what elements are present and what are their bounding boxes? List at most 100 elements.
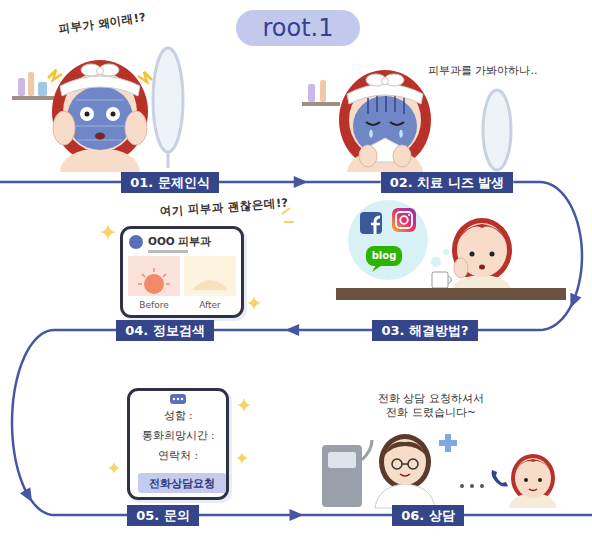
sns-cloud <box>400 216 408 224</box>
phone-search-screen <box>128 256 180 296</box>
flow-connector <box>219 176 381 188</box>
consultation-scene <box>392 459 402 469</box>
phone-search-screen <box>138 268 170 284</box>
speech-text: 여기 피부과 괜찮은데!? <box>160 196 289 219</box>
consultation-scene <box>384 439 426 485</box>
girl-worried <box>302 70 511 172</box>
sns-cloud <box>443 249 449 255</box>
girl-worried <box>339 70 431 170</box>
girl-shocked <box>80 107 94 121</box>
step-label: 04. 정보검색 <box>125 323 205 338</box>
step-box: 03. 해결방법? <box>372 320 477 341</box>
girl-at-desk <box>457 224 507 242</box>
girl-shocked <box>167 152 170 168</box>
sns-cloud <box>348 200 449 280</box>
step-label: 05. 문의 <box>136 508 190 523</box>
form-field: 통화희망시간 : <box>130 429 226 442</box>
phone-search-screen <box>144 274 164 294</box>
consultation-scene <box>439 440 457 446</box>
phone-search-screen <box>129 235 143 249</box>
phone-search-screen <box>184 256 236 296</box>
girl-at-desk <box>432 272 448 288</box>
consultation-scene <box>470 484 474 488</box>
girl-shocked <box>38 82 47 96</box>
sns-cloud <box>366 246 402 266</box>
step-box: 06. 상담 <box>392 505 464 526</box>
sns-cloud <box>371 223 380 226</box>
sns-cloud <box>375 217 380 234</box>
girl-shocked <box>72 100 128 140</box>
step-box: 02. 치료 니즈 발생 <box>381 172 514 193</box>
girl-shocked <box>85 112 90 117</box>
girl-worried <box>302 102 340 106</box>
consultation-scene <box>524 478 528 482</box>
consultation-scene <box>515 458 551 498</box>
girl-worried <box>347 84 423 104</box>
girl-worried <box>368 96 404 114</box>
image-caption: After <box>184 300 236 311</box>
consultation-scene <box>511 454 555 502</box>
flow-connector <box>12 330 127 515</box>
phone-inquiry-screen <box>170 394 186 404</box>
girl-at-desk <box>454 258 468 278</box>
consultation-scene <box>362 440 372 460</box>
girl-worried <box>483 90 511 170</box>
step-box: 04. 정보검색 <box>116 320 214 341</box>
girl-shocked <box>48 70 62 80</box>
girl-worried <box>320 80 326 102</box>
sns-cloud <box>372 265 382 272</box>
girl-worried <box>399 130 403 138</box>
girl-shocked <box>18 78 25 96</box>
girl-worried <box>382 78 389 85</box>
girl-at-desk <box>479 265 485 270</box>
girl-shocked <box>111 112 116 117</box>
consultation-scene <box>402 463 408 465</box>
girl-shocked <box>153 48 183 152</box>
step-label: 06. 상담 <box>401 508 455 523</box>
phone-inquiry-screen <box>173 398 175 400</box>
flow-connector <box>199 509 392 521</box>
flow-line <box>478 182 582 330</box>
girl-shocked <box>138 72 152 82</box>
girl-at-desk <box>490 252 495 257</box>
consultation-scene <box>492 470 509 487</box>
girl-at-desk <box>336 288 566 300</box>
girl-shocked <box>28 72 34 96</box>
flow-connector <box>214 324 373 336</box>
consultation-scene <box>460 484 464 488</box>
icon-label: blog <box>366 250 402 263</box>
phone-search-screen <box>120 226 244 318</box>
step-box: 05. 문의 <box>127 505 199 526</box>
girl-shocked <box>67 86 133 150</box>
girl-at-desk <box>470 252 475 257</box>
arrowhead <box>294 176 308 188</box>
girl-shocked <box>97 68 104 75</box>
consultation-scene <box>529 489 537 491</box>
clinic-name: OOO 피부과 <box>148 235 240 248</box>
sns-cloud <box>431 257 441 267</box>
girl-shocked <box>125 111 147 145</box>
step-label: 02. 치료 니즈 발생 <box>390 175 505 190</box>
phone-search-screen <box>100 224 116 240</box>
arrowhead <box>285 324 299 336</box>
girl-worried <box>359 145 377 167</box>
phone-inquiry-screen <box>108 462 120 474</box>
phone-inquiry-screen <box>177 398 179 400</box>
girl-shocked <box>12 48 183 172</box>
phone-inquiry-screen <box>236 452 248 464</box>
girl-worried <box>369 130 373 138</box>
phone-screen: OOO 피부과BeforeAfter <box>120 226 244 318</box>
sns-cloud <box>348 200 428 280</box>
speech-text: 전화 상담 요청하셔서 전화 드렸습니다~ <box>372 392 490 420</box>
step-label: 전화상담요청 <box>138 473 226 493</box>
sns-cloud <box>396 212 412 228</box>
phone-search-screen <box>247 296 261 310</box>
girl-at-desk <box>452 218 512 282</box>
sns-cloud <box>408 214 410 216</box>
girl-worried <box>393 145 411 167</box>
phone-inquiry-screen <box>127 388 229 500</box>
consultation-scene <box>322 434 557 508</box>
